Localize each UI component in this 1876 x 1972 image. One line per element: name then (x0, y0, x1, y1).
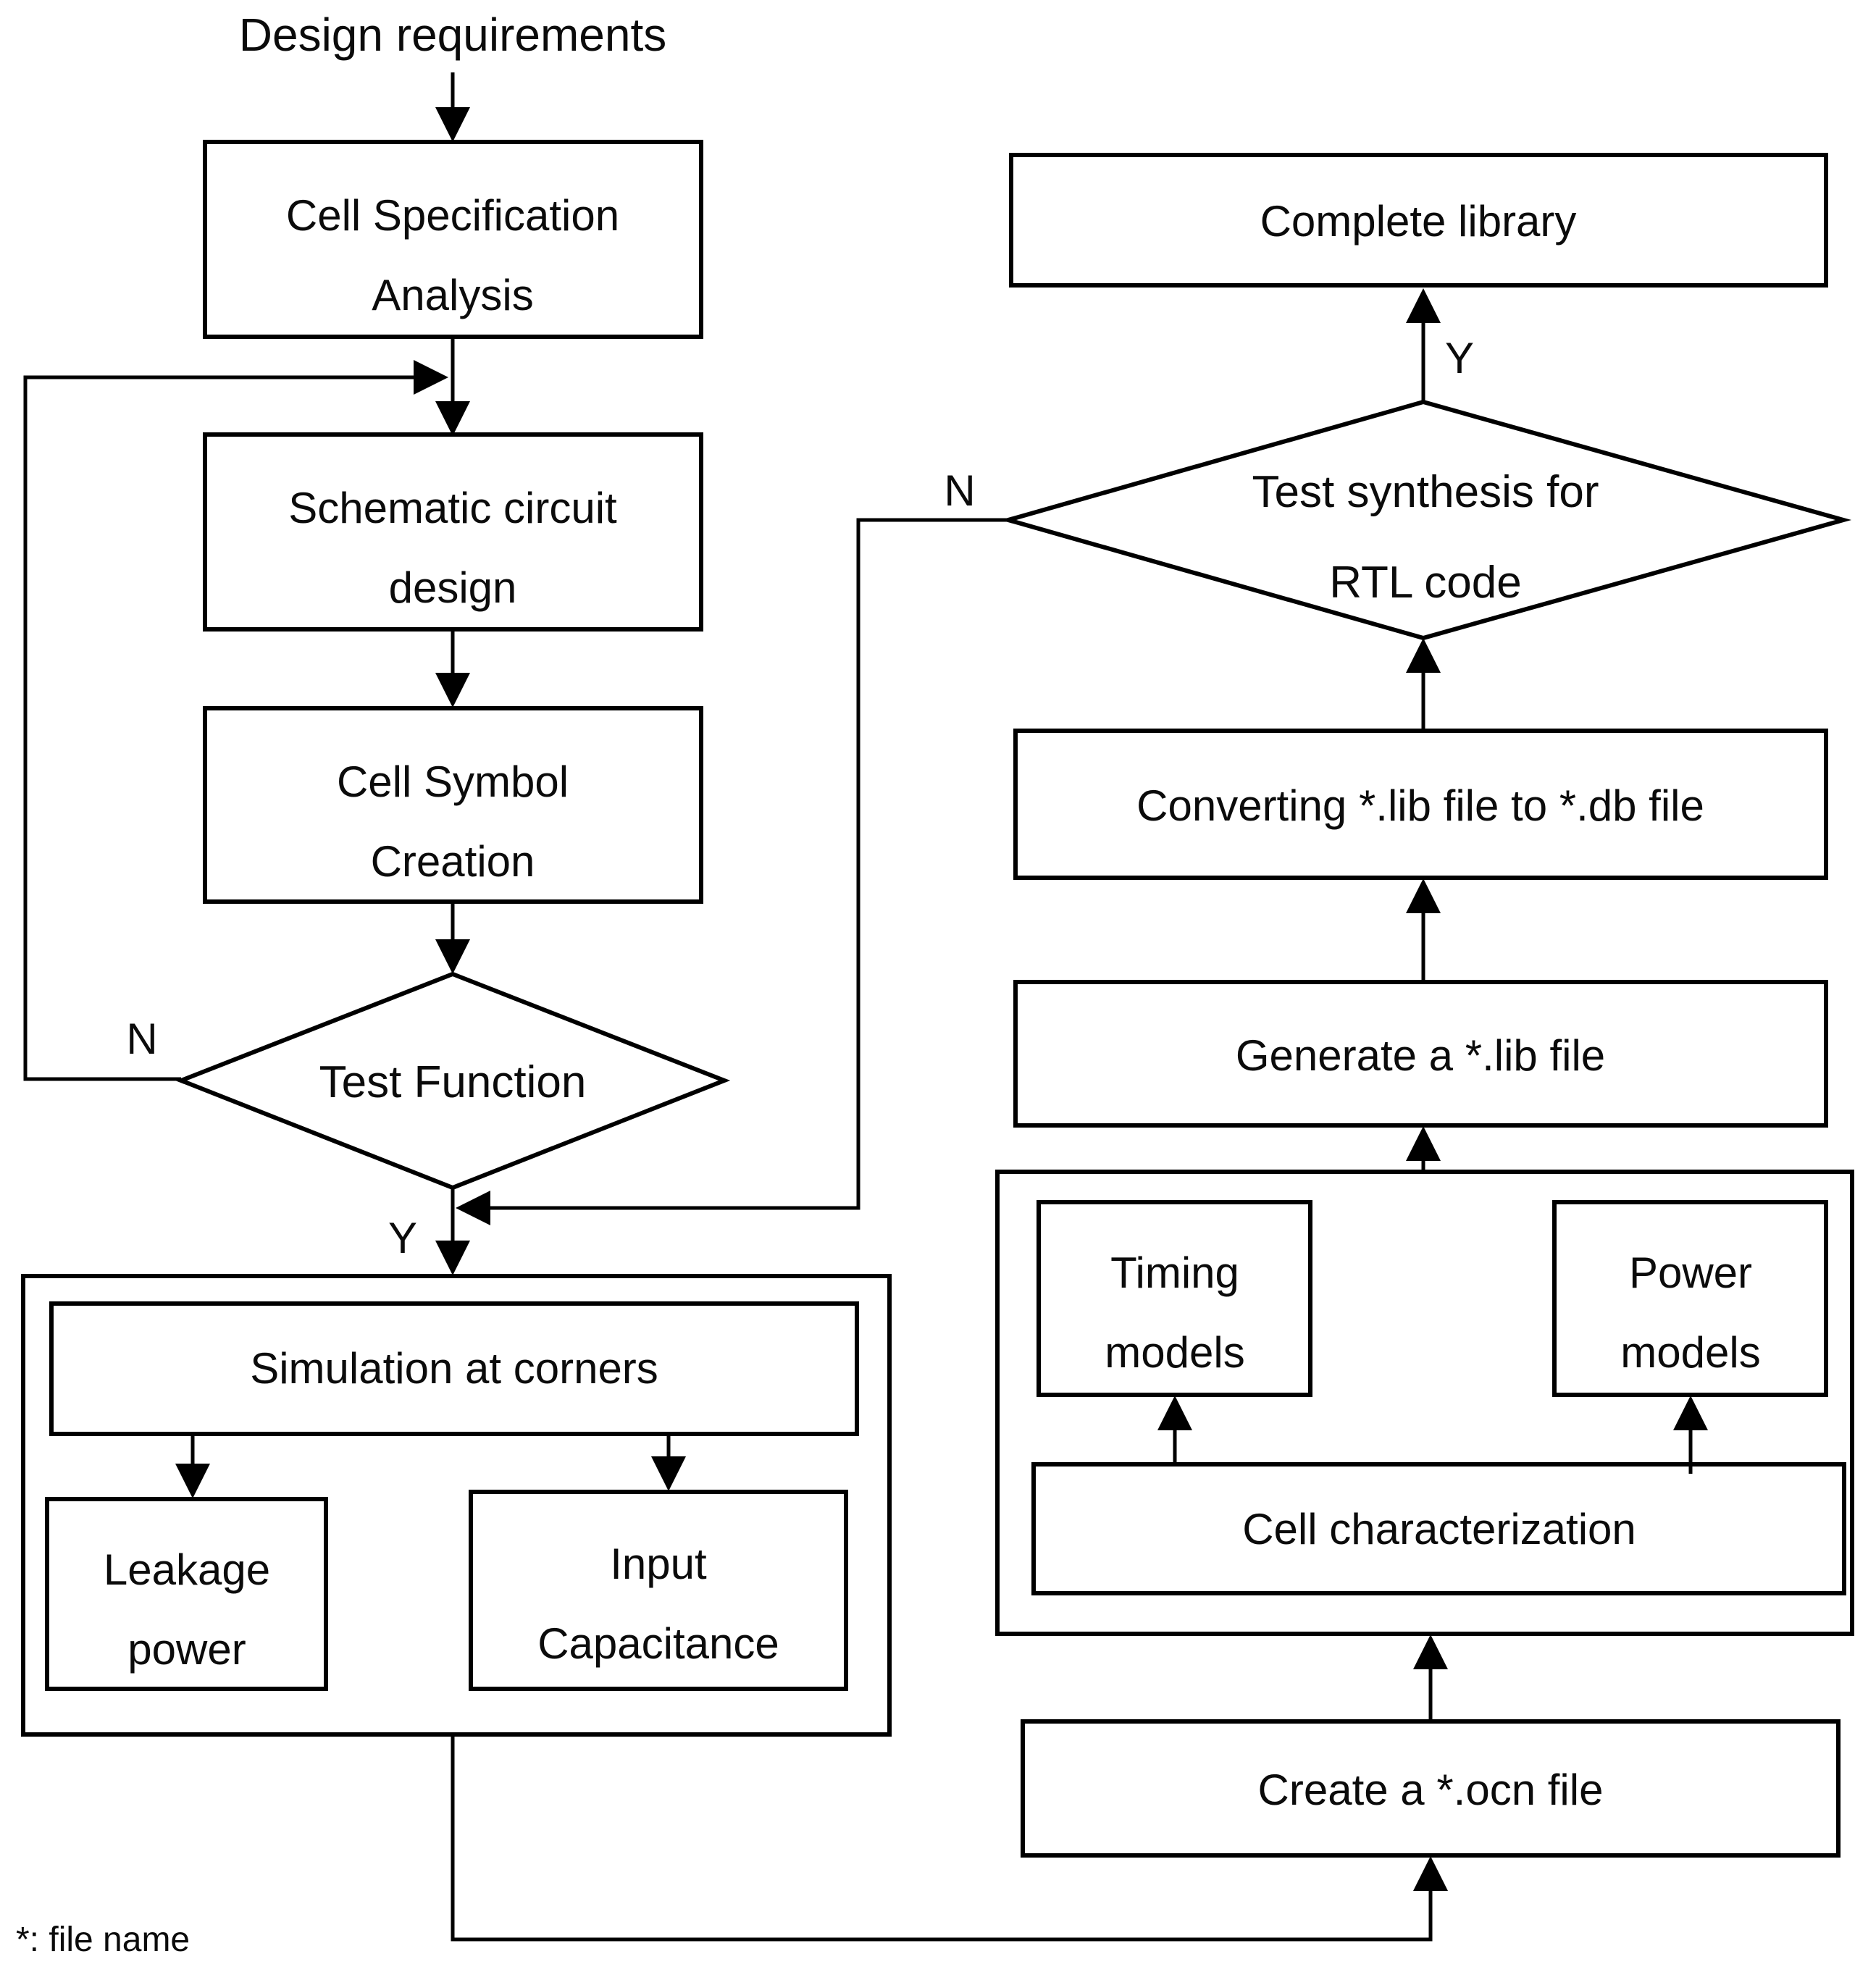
node-schematic-circuit-design-label-line1: Schematic circuit (288, 484, 617, 532)
node-generate-lib-file (1013, 980, 1828, 1128)
edge-label-test-synthesis-no: N (944, 466, 975, 515)
edge-simulation-to-createocn (451, 1734, 1448, 1942)
node-converting-lib-to-db-label: Converting *.lib file to *.db file (1136, 781, 1704, 830)
node-power-models-label-line2: models (1620, 1328, 1760, 1377)
node-schematic-circuit-design (203, 432, 703, 632)
node-timing-models-label-line2: models (1105, 1328, 1244, 1377)
node-create-ocn-file-label: Create a *.ocn file (1258, 1766, 1604, 1814)
decision-test-synthesis-rtl (1000, 399, 1852, 641)
node-complete-library (1009, 153, 1828, 288)
node-create-ocn-file (1021, 1719, 1841, 1858)
edge-test-function-no-feedback (23, 360, 448, 1081)
start-label-design-requirements: Design requirements (239, 9, 667, 61)
node-schematic-circuit-design-label-line2: design (389, 563, 517, 612)
node-cell-symbol-creation-label-line2: Creation (371, 837, 535, 886)
node-input-capacitance-label-line2: Capacitance (537, 1619, 779, 1668)
node-leakage-power (45, 1497, 328, 1691)
node-cell-characterization-label: Cell characterization (1242, 1505, 1636, 1553)
node-input-capacitance-label-line1: Input (610, 1540, 707, 1588)
edge-label-test-function-no: N (126, 1015, 157, 1063)
node-cell-specification-analysis-label-line1: Cell Specification (286, 191, 619, 240)
edge-test-synthesis-no-path (456, 518, 1008, 1225)
edge-label-test-function-yes: Y (388, 1214, 417, 1262)
node-generate-lib-file-label: Generate a *.lib file (1236, 1031, 1605, 1080)
node-simulation-at-corners-label: Simulation at corners (250, 1344, 658, 1393)
footnote-file-name: *: file name (16, 1921, 190, 1959)
decision-test-synthesis-rtl-label-line1: Test synthesis for (1252, 467, 1599, 517)
node-cell-characterization (1031, 1462, 1846, 1595)
edge-label-test-synthesis-yes: Y (1445, 334, 1474, 382)
node-timing-models-label-line1: Timing (1110, 1249, 1239, 1297)
node-leakage-power-label-line2: power (127, 1625, 246, 1674)
node-timing-models (1037, 1200, 1312, 1397)
node-converting-lib-to-db (1013, 729, 1828, 880)
node-cell-symbol-creation-label-line1: Cell Symbol (337, 758, 569, 806)
node-cell-symbol-creation (203, 706, 703, 904)
decision-test-function-label: Test Function (319, 1057, 587, 1107)
group-simulation-container (21, 1274, 892, 1737)
node-simulation-at-corners (49, 1301, 859, 1436)
node-power-models (1552, 1200, 1828, 1397)
node-complete-library-label: Complete library (1260, 197, 1577, 246)
decision-test-synthesis-rtl-label-line2: RTL code (1329, 558, 1521, 608)
node-cell-specification-analysis-label-line2: Analysis (372, 271, 533, 319)
node-input-capacitance (469, 1490, 848, 1691)
node-power-models-label-line1: Power (1629, 1249, 1752, 1297)
node-leakage-power-label-line1: Leakage (104, 1545, 270, 1594)
